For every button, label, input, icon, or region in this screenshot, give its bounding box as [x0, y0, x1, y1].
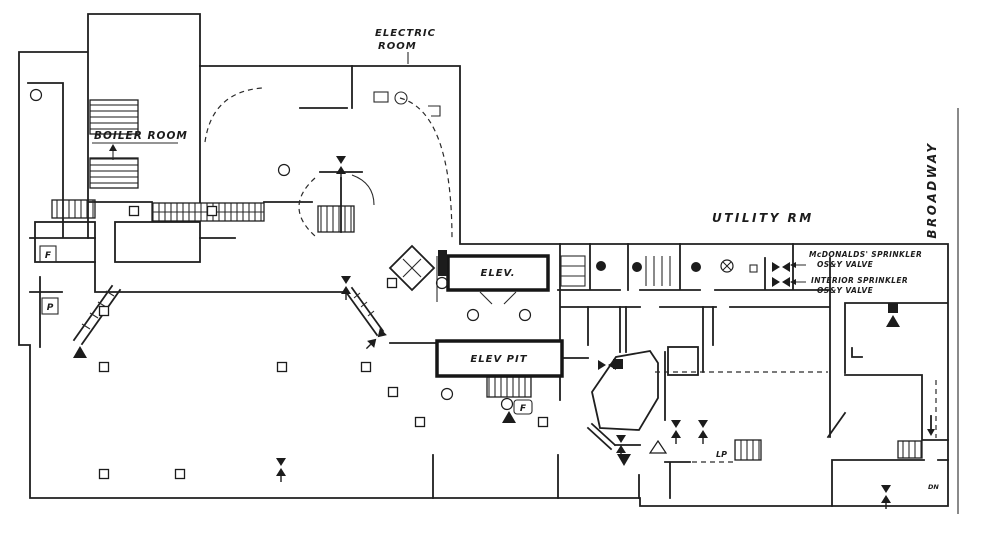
- riser-marker-icon: [691, 262, 701, 272]
- equipment-marker-icon: [888, 303, 898, 313]
- broadway-label: BROADWAY: [925, 141, 939, 238]
- boiler-room-label: BOILER ROOM: [94, 130, 188, 142]
- circle-marker-icon: [277, 163, 291, 177]
- dashed-curves: [204, 87, 937, 463]
- electric-room-label-line1: ELECTRIC: [375, 28, 436, 39]
- elevator-shaft: [436, 254, 550, 305]
- column-marker: [128, 205, 140, 217]
- valve-bowtie-icon: [598, 360, 606, 370]
- center-rooms: [559, 306, 714, 499]
- pipe-bank: [645, 256, 671, 286]
- electric-room-label-line2: ROOM: [378, 41, 417, 52]
- f-box-2-label: F: [520, 404, 527, 414]
- column-marker: [386, 277, 398, 289]
- valve-hourglass-icon: [341, 276, 351, 300]
- circle-marker-icon: [435, 276, 449, 290]
- column-marker: [360, 361, 372, 373]
- column-marker: [537, 416, 549, 428]
- valve-hourglass-icon: [365, 328, 387, 350]
- elev-label: ELEV.: [480, 268, 515, 279]
- riser-marker-icon: [596, 261, 606, 271]
- column-marker: [206, 205, 218, 217]
- room-storage: [114, 221, 201, 263]
- equipment-marker-icon: [613, 359, 623, 369]
- text-labels: ELECTRIC ROOM BOILER ROOM UTILITY RM ELE…: [39, 28, 939, 491]
- ramps: [72, 284, 617, 451]
- column-marker: [98, 361, 110, 373]
- valve-hourglass-icon: [336, 156, 346, 180]
- column-marker: [414, 416, 426, 428]
- elev-pit-label: ELEV PIT: [470, 354, 527, 365]
- circle-cross-icon: [722, 261, 732, 271]
- circle-marker-icon: [29, 88, 43, 102]
- f-box-label: F: [45, 251, 52, 261]
- valve-hourglass-icon: [881, 485, 891, 509]
- valve-hourglass-icon: [698, 420, 708, 444]
- circle-marker-icon: [518, 308, 532, 322]
- standpipe: [438, 250, 447, 276]
- circle-marker-icon: [500, 397, 514, 411]
- column-marker: [276, 361, 288, 373]
- valve-bowtie-icon: [772, 277, 780, 287]
- elevator-pit: [435, 339, 564, 378]
- room-f: [34, 221, 96, 263]
- top-fixtures: [299, 65, 441, 117]
- lp-label: LP: [716, 450, 727, 459]
- diamond-feature: [388, 244, 447, 292]
- f-box: [39, 245, 57, 263]
- p-box-label: P: [47, 303, 54, 313]
- column-marker: [387, 386, 399, 398]
- column-marker: [174, 468, 186, 480]
- stair-lp: [734, 439, 762, 461]
- triangle-marker-icon: [502, 411, 516, 423]
- column-marker: [98, 468, 110, 480]
- valve-hourglass-icon: [671, 420, 681, 444]
- valve-bowtie-icon: [782, 277, 790, 287]
- open-triangle-icon: [648, 439, 668, 454]
- triangle-marker-icon: [73, 346, 87, 358]
- valve-symbols: [29, 88, 900, 509]
- circle-marker-icon: [466, 308, 480, 322]
- utility-corridor: [557, 243, 831, 438]
- utility-room-label: UTILITY RM: [712, 211, 814, 225]
- column-marker: [98, 305, 110, 317]
- f-box-2: [513, 399, 533, 415]
- interior-sprinkler-note-line2: OS&Y VALVE: [817, 286, 874, 295]
- room-small: [667, 346, 699, 376]
- mcdonalds-sprinkler-note-line1: McDONALDS' SPRINKLER: [809, 250, 922, 259]
- right-block-rooms: [826, 302, 949, 507]
- valve-bowtie-icon: [782, 262, 790, 272]
- stair-southeast: [897, 440, 923, 459]
- valve-bowtie-icon: [772, 262, 780, 272]
- annotation-arrows: [790, 262, 806, 285]
- triangle-marker-icon: [886, 315, 900, 327]
- small-fixture: [749, 264, 758, 273]
- interior-sprinkler-note-line1: INTERIOR SPRINKLER: [811, 276, 908, 285]
- stairs: [51, 99, 923, 461]
- triangle-marker-icon: [617, 454, 631, 466]
- outer-walls: [18, 13, 959, 514]
- dn-label: DN: [928, 483, 939, 491]
- stair-northwest-upper: [89, 99, 139, 135]
- riser-marker-icon: [632, 262, 642, 272]
- p-box: [41, 297, 59, 315]
- interior-walls-left: [27, 65, 559, 499]
- center-stair-feature: [317, 171, 375, 233]
- circle-cross-icon: [720, 259, 734, 273]
- circle-marker-icon: [440, 387, 454, 401]
- stair-northwest-lower: [89, 157, 139, 189]
- stair-west: [51, 199, 96, 219]
- valve-hourglass-icon: [276, 458, 286, 482]
- stair-elev-pit: [486, 376, 532, 398]
- shelf-unit: [560, 255, 586, 287]
- mcdonalds-sprinkler-note-line2: OS&Y VALVE: [817, 260, 874, 269]
